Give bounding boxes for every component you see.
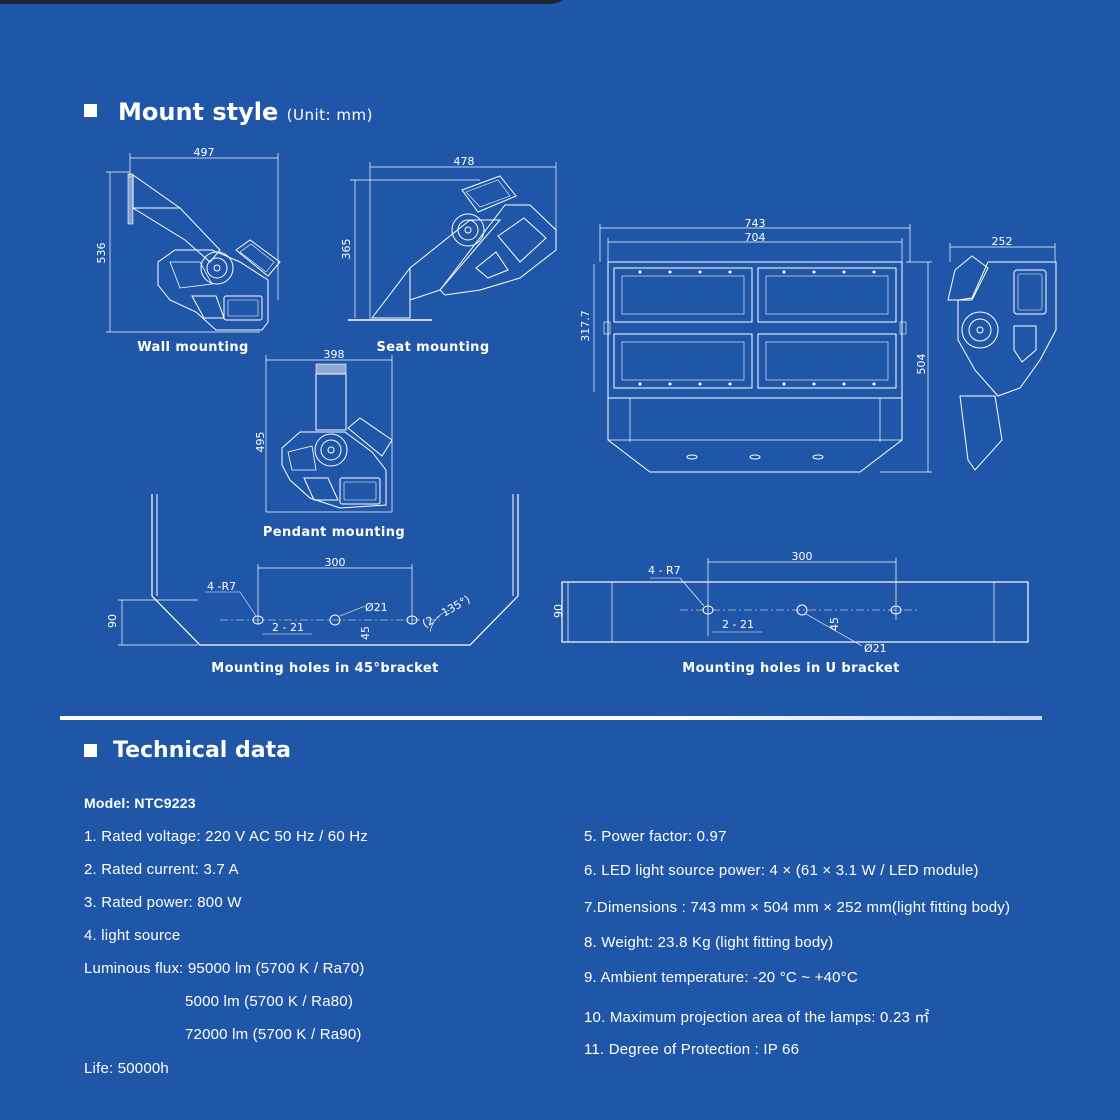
spec-rated-power: 3. Rated power: 800 W <box>84 894 242 911</box>
dim-b45-slot: 2 - 21 <box>272 621 304 634</box>
spec-dimensions: 7.Dimensions : 743 mm × 504 mm × 252 mm(… <box>584 899 1011 916</box>
pendant-mounting-drawing: 398 495 <box>254 348 393 513</box>
spec-ambient-temperature: 9. Ambient temperature: -20 °C ~ +40°C <box>584 969 858 986</box>
spec-luminous-flux-ra90: 72000 lm (5700 K / Ra90) <box>185 1026 362 1043</box>
model-number: Model: NTC9223 <box>84 795 196 811</box>
section-bullet-mount <box>84 104 97 117</box>
mount-style-title: Mount style (Unit: mm) <box>118 98 373 126</box>
dim-b45-offset: 45 <box>359 626 372 640</box>
front-view-drawing: 743 704 317.7 504 <box>579 217 932 473</box>
dim-front-mid-height: 317.7 <box>579 310 592 342</box>
section-bullet-tech <box>84 744 97 757</box>
dim-pendant-height: 495 <box>254 432 267 453</box>
dim-wall-height: 536 <box>95 243 108 264</box>
dim-b45-angle: (2 - 135°) <box>420 593 472 631</box>
spec-protection-degree: 11. Degree of Protection : IP 66 <box>584 1041 800 1058</box>
spec-luminous-flux-ra70: Luminous flux: 95000 lm (5700 K / Ra70) <box>84 960 365 977</box>
dim-b45-diameter: Ø21 <box>365 601 388 614</box>
section-divider <box>60 716 1042 720</box>
dim-seat-height: 365 <box>340 239 353 260</box>
dim-u-spacing: 300 <box>792 550 813 563</box>
wall-mounting-drawing: 497 536 <box>95 146 281 333</box>
spec-power-factor: 5. Power factor: 0.97 <box>584 828 727 845</box>
dim-front-height: 504 <box>915 354 928 375</box>
caption-wall-mounting: Wall mounting <box>137 340 249 355</box>
dim-front-width-outer: 743 <box>745 217 766 230</box>
dim-side-width: 252 <box>992 235 1013 248</box>
unit-note: (Unit: mm) <box>286 106 373 124</box>
spec-light-source: 4. light source <box>84 927 181 944</box>
spec-luminous-flux-ra80: 5000 lm (5700 K / Ra80) <box>185 993 354 1010</box>
technical-drawings: 497 536 478 365 <box>95 146 1057 655</box>
dim-seat-width: 478 <box>454 155 475 168</box>
dim-b45-radius: 4 -R7 <box>207 580 236 593</box>
dim-front-width-inner: 704 <box>745 231 766 244</box>
top-tab-band <box>0 0 575 4</box>
spec-life: Life: 50000h <box>84 1060 169 1077</box>
spec-led-source-power: 6. LED light source power: 4 × (61 × 3.1… <box>584 862 979 879</box>
spec-rated-voltage: 1. Rated voltage: 220 V AC 50 Hz / 60 Hz <box>84 828 368 845</box>
dim-b45-spacing: 300 <box>325 556 346 569</box>
dim-u-slot: 2 - 21 <box>722 618 754 631</box>
dim-b45-height: 90 <box>106 614 119 628</box>
bracket-u-drawing: 90 300 4 - R7 2 - 21 45 Ø21 <box>552 550 1029 655</box>
spec-weight: 8. Weight: 23.8 Kg (light fitting body) <box>584 934 834 951</box>
dim-u-diameter: Ø21 <box>864 642 887 655</box>
spec-projection-area: 10. Maximum projection area of the lamps… <box>584 1009 930 1026</box>
technical-data-title: Technical data <box>113 738 291 763</box>
caption-pendant-mounting: Pendant mounting <box>262 525 406 540</box>
dim-wall-width: 497 <box>194 146 215 159</box>
dim-u-height: 90 <box>552 604 565 618</box>
caption-holes-u-bracket: Mounting holes in U bracket <box>682 661 900 676</box>
dim-u-offset: 45 <box>828 617 841 631</box>
bracket-45-drawing: 90 300 4 -R7 2 - 21 Ø21 45 (2 - 135°) <box>106 494 519 646</box>
side-view-drawing: 252 <box>947 235 1057 471</box>
caption-seat-mounting: Seat mounting <box>376 340 490 355</box>
caption-holes-45-bracket: Mounting holes in 45°bracket <box>211 661 439 676</box>
mount-style-heading: Mount style <box>118 98 279 126</box>
spec-rated-current: 2. Rated current: 3.7 A <box>84 861 239 878</box>
seat-mounting-drawing: 478 365 <box>340 155 557 321</box>
dim-pendant-width: 398 <box>324 348 345 361</box>
dim-u-radius: 4 - R7 <box>648 564 681 577</box>
